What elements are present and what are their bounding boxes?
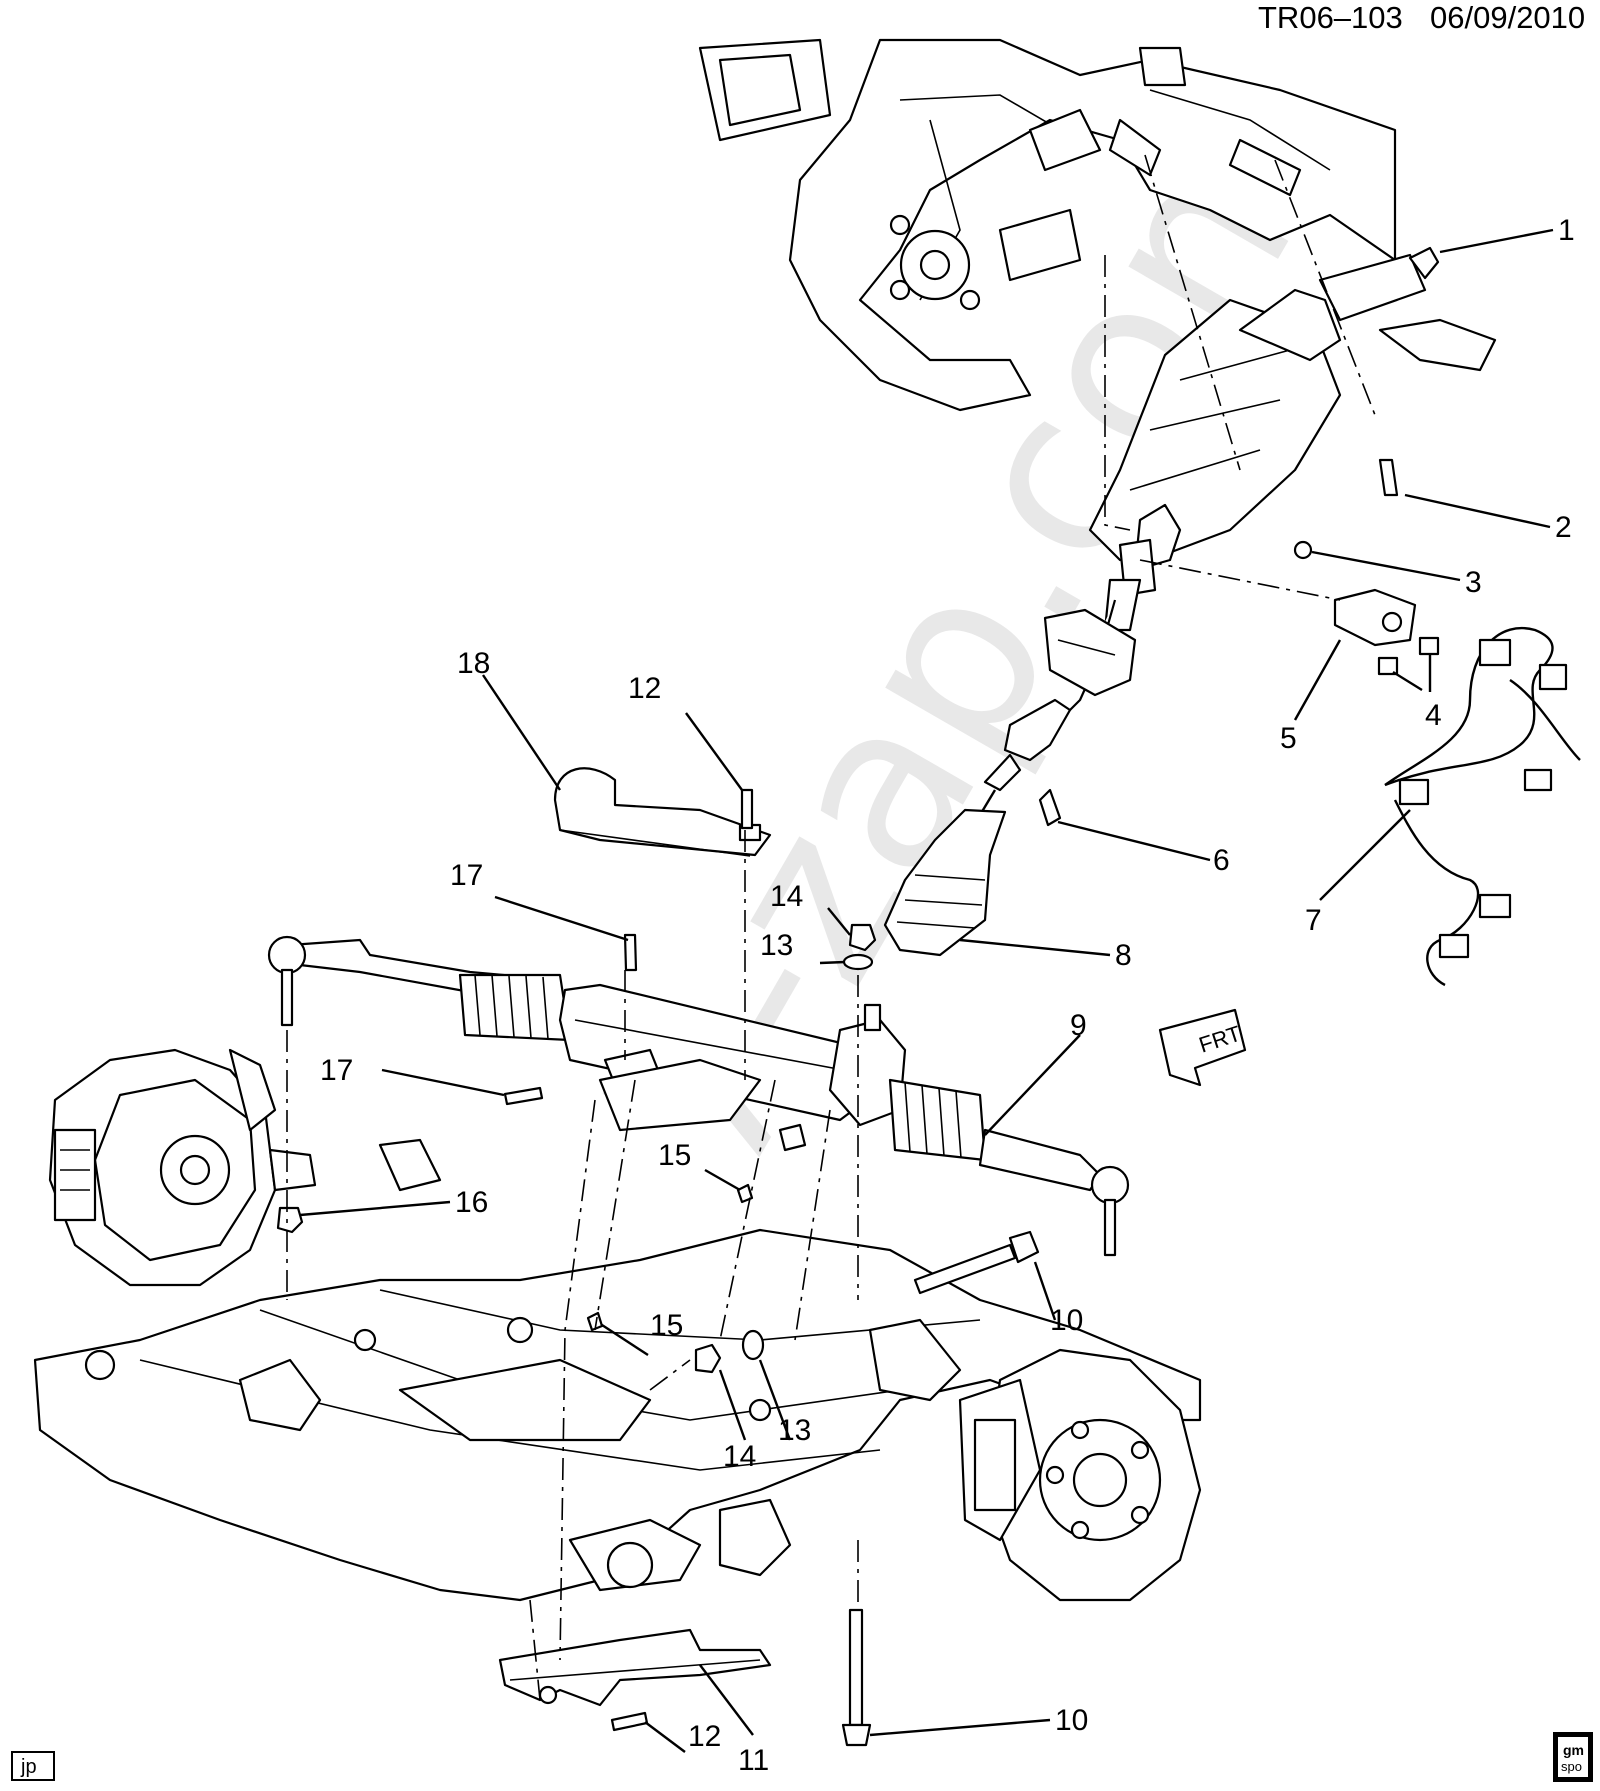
callout-13-a: 13	[760, 929, 793, 962]
washer-13-upper	[842, 953, 874, 971]
callout-10-b: 10	[1055, 1704, 1088, 1737]
gm-logo-text: gm	[1563, 1742, 1584, 1758]
corner-badge-text: jp	[20, 1756, 37, 1778]
callout-6: 6	[1213, 844, 1230, 877]
heat-shield-upper	[553, 767, 772, 857]
corner-badge-jp: jp	[11, 1751, 55, 1781]
leader-lines	[299, 228, 1554, 1753]
bolt-4-b	[1377, 656, 1399, 676]
nut-16	[276, 1206, 304, 1234]
bolt-12-lower	[610, 1711, 649, 1732]
nut-3	[1293, 540, 1313, 560]
callout-12-a: 12	[628, 672, 661, 705]
callout-15-b: 15	[650, 1309, 683, 1342]
bolt-2	[1378, 458, 1399, 497]
callout-10-a: 10	[1050, 1304, 1083, 1337]
right-brake-rotor	[958, 1348, 1202, 1602]
wiring-harness	[1384, 627, 1581, 987]
steering-shaft-boot	[883, 808, 1007, 957]
clip-15-upper	[736, 1183, 754, 1204]
bolt-4-a	[1418, 636, 1440, 656]
callout-1: 1	[1558, 214, 1575, 247]
front-crossmember	[33, 1058, 1202, 1602]
callout-9: 9	[1070, 1009, 1087, 1042]
heat-shield-lower	[498, 1628, 772, 1707]
bolt-17-lower	[503, 1086, 544, 1106]
callout-5: 5	[1280, 722, 1297, 755]
callout-15-a: 15	[658, 1139, 691, 1172]
callout-8: 8	[1115, 939, 1132, 972]
bolt-12-upper	[740, 788, 754, 830]
intermediate-shaft	[978, 599, 1137, 816]
column-bracket	[1333, 588, 1417, 647]
callout-11: 11	[738, 1744, 769, 1777]
diagram-code: TR06–103	[1258, 0, 1403, 35]
gm-spo-logo: gm spo	[1553, 1732, 1593, 1782]
spo-logo-text: spo	[1561, 1759, 1582, 1774]
callout-12-b: 12	[688, 1720, 721, 1753]
diagram-date: 06/09/2010	[1430, 0, 1585, 35]
bolt-10-lower	[841, 1608, 872, 1747]
callout-18: 18	[457, 647, 490, 680]
washer-13-lower	[741, 1329, 765, 1361]
callout-17-a: 17	[450, 859, 483, 892]
front-direction-arrow: FRT	[1158, 1008, 1247, 1087]
callout-14-a: 14	[770, 880, 803, 913]
callout-14-b: 14	[723, 1440, 756, 1473]
left-knuckle-hub	[48, 1048, 317, 1287]
callout-17-b: 17	[320, 1054, 353, 1087]
callout-13-b: 13	[778, 1414, 811, 1447]
callout-7: 7	[1305, 904, 1322, 937]
callout-4: 4	[1425, 699, 1442, 732]
callout-2: 2	[1555, 511, 1572, 544]
nut-14-upper	[848, 923, 877, 952]
alignment-lines	[286, 154, 1376, 1701]
callout-3: 3	[1465, 566, 1482, 599]
bolt-10-upper	[913, 1230, 1040, 1295]
steering-column-assembly	[1088, 246, 1497, 632]
dash-support-bracket	[698, 38, 1397, 412]
nut-14-lower	[694, 1343, 722, 1374]
bolt-17-upper	[623, 933, 638, 972]
callout-16: 16	[455, 1186, 488, 1219]
bolt-6	[1038, 788, 1062, 827]
steering-gear-rack	[267, 935, 1130, 1257]
callout-labels: 1 2 3 4 5 6 7 8 9 10 10 11 12 12 13 13 1…	[320, 214, 1575, 1777]
